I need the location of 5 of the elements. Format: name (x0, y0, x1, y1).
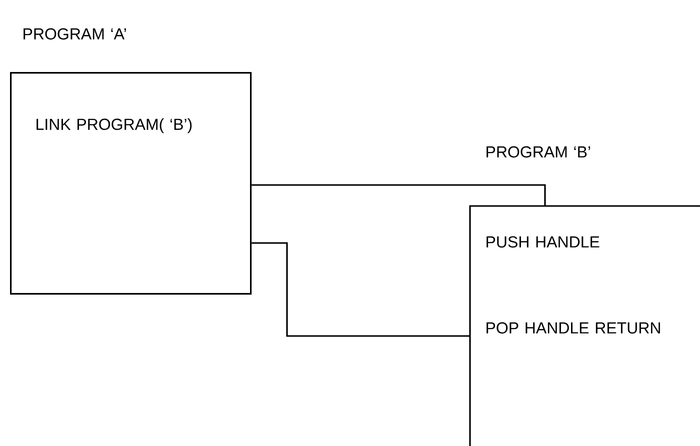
connector-line (252, 242, 470, 337)
program-box: PROGRAM ‘B’ PUSH HANDLE POP HANDLE RETURN (469, 146, 700, 446)
node-label: PROGRAM ‘A’ (24, 28, 126, 40)
program-box: PROGRAM ‘A’ LINK PROGRAM( ‘B’) (10, 28, 252, 295)
connector-line (252, 184, 546, 206)
